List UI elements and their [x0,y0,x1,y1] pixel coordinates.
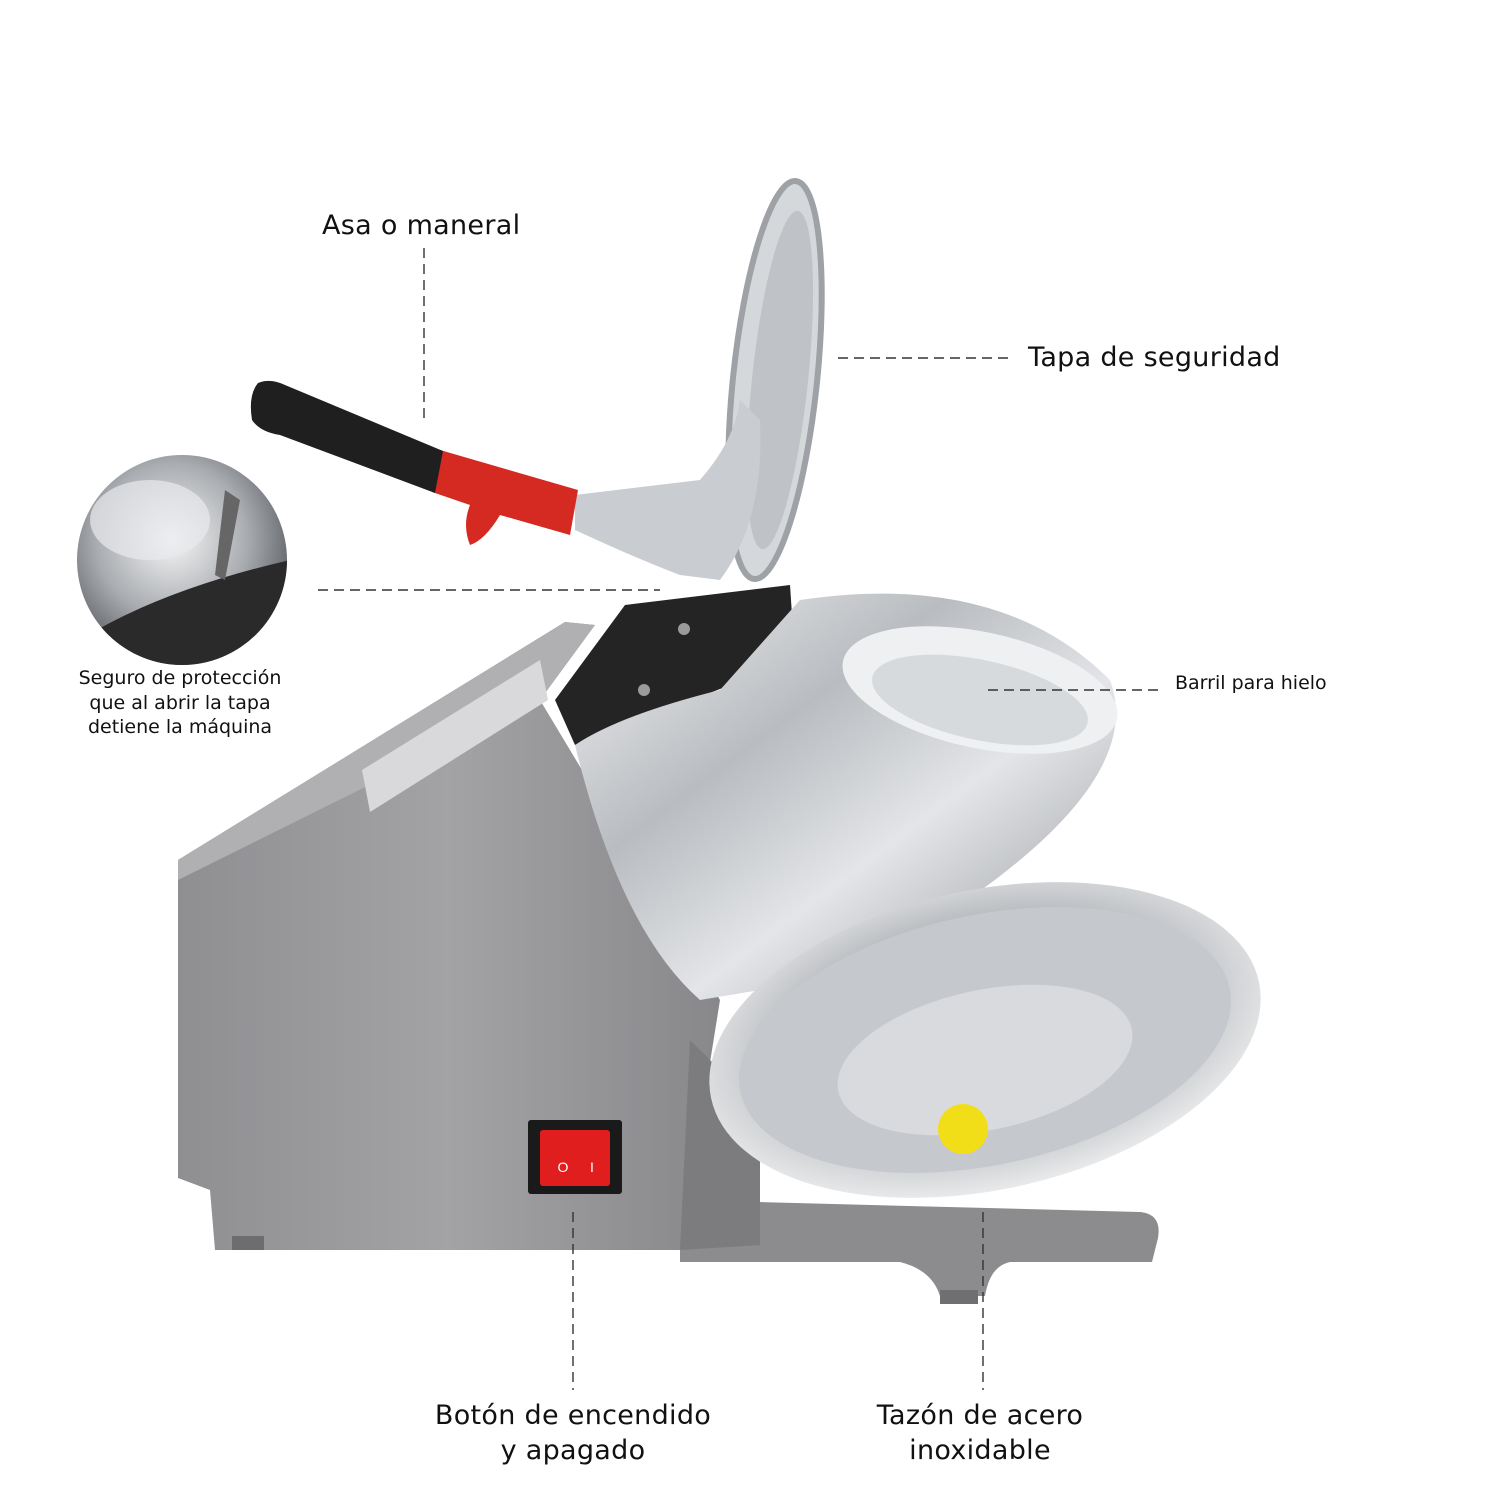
base-foot [680,1200,1159,1304]
label-power-switch-line-2: y apagado [500,1435,646,1467]
label-bowl-line-2: inoxidable [909,1435,1051,1467]
label-safety-lock-line-3: detiene la máquina [87,716,273,739]
label-barrel: Barril para hielo [1175,672,1327,694]
label-power-switch: Botón de encendido y apagado [400,1398,746,1468]
label-safety-lock-line-1: Seguro de protección [78,667,282,689]
label-handle: Asa o maneral [322,210,521,241]
power-switch[interactable]: O I [528,1120,622,1194]
switch-off-symbol: O [558,1159,569,1175]
label-bowl-line-1: Tazón de acero [876,1400,1084,1431]
leader-lines [318,248,1158,1390]
spec-sticker [362,660,548,812]
label-lid: Tapa de seguridad [1028,342,1281,373]
label-power-switch-line-1: Botón de encendido [434,1400,712,1431]
handle [250,380,578,545]
handle-arm [575,400,761,580]
ice-barrel [575,593,1118,1000]
bowl-sticker [938,1104,988,1154]
steel-bowl [709,882,1261,1198]
hinge-plate [555,585,795,745]
label-safety-lock: Seguro de protección que al abrir la tap… [60,666,300,740]
label-safety-lock-line-2: que al abrir la tapa [89,691,271,714]
safety-lock-detail-circle [77,455,287,665]
label-bowl: Tazón de acero inoxidable [840,1398,1120,1468]
switch-on-symbol: I [590,1159,594,1175]
